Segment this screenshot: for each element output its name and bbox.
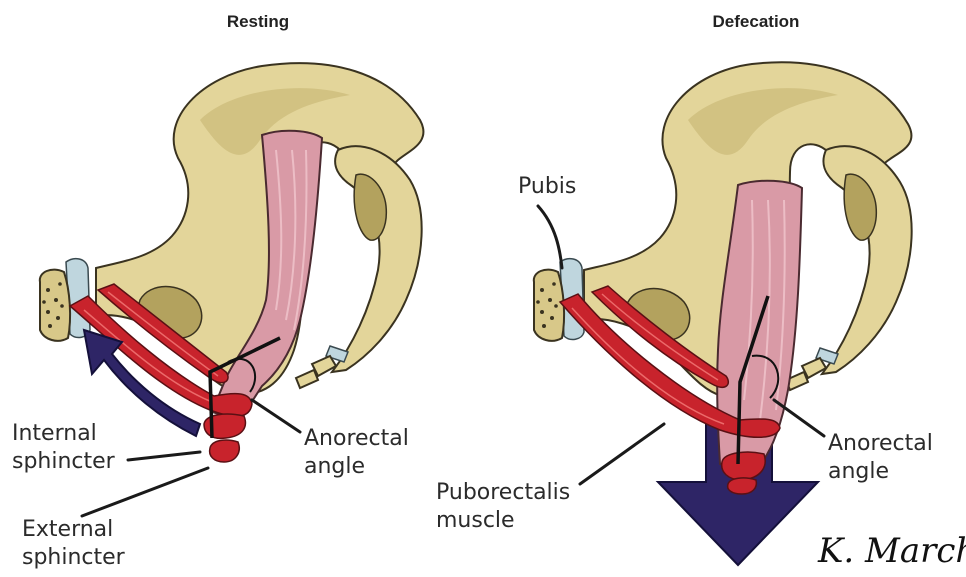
resting-label-internal: Internal sphincter <box>12 421 116 474</box>
defecation-leader-pubis <box>538 206 562 268</box>
defecation-label-puborectalis: Puborectalis muscle <box>436 480 577 533</box>
defecation-label-angle: Anorectal angle <box>828 431 940 484</box>
resting-label-external: External sphincter <box>22 517 126 570</box>
resting-label-angle: Anorectal angle <box>304 426 416 479</box>
resting-leader-external <box>82 468 208 516</box>
resting-external-sphincter <box>210 440 240 462</box>
artist-signature: K. Marchand <box>817 531 966 571</box>
defecation-title: Defecation <box>713 12 800 31</box>
resting-panel: Resting <box>12 12 423 570</box>
defecation-label-pubis: Pubis <box>518 174 576 199</box>
defecation-panel: Defecation <box>436 12 940 565</box>
resting-leader-angle <box>252 400 300 432</box>
resting-title: Resting <box>227 12 289 31</box>
defecation-leader-puborectalis <box>580 424 664 484</box>
resting-leader-internal <box>128 452 200 460</box>
